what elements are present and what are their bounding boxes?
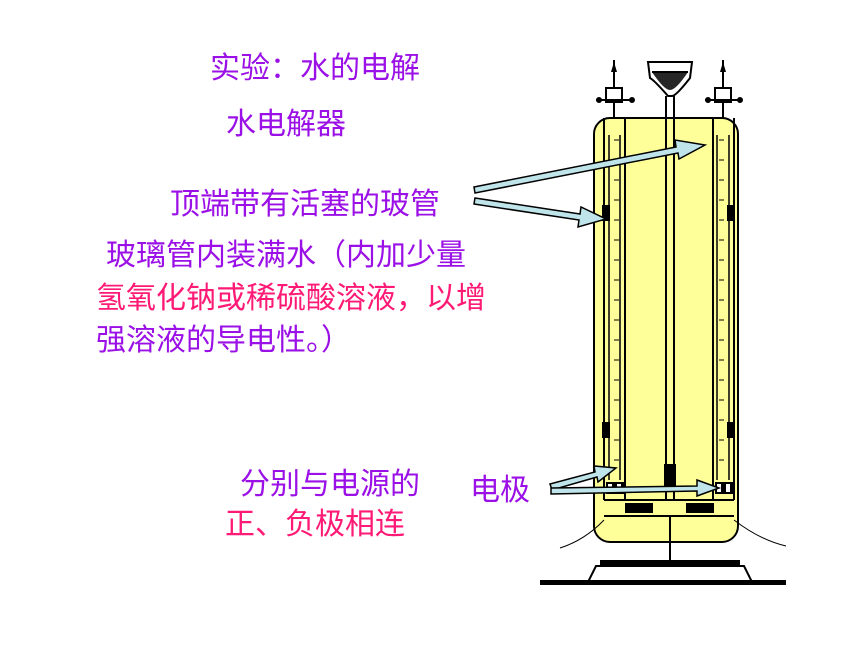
bottom-connector	[604, 499, 734, 560]
fill-note-line-3: 强溶液的导电性。）	[96, 323, 351, 358]
arrow-to-left-tube	[473, 197, 609, 229]
electrode-label: 电极	[470, 473, 530, 508]
page-title: 实验：水的电解	[210, 51, 420, 86]
stand-base	[540, 560, 786, 585]
right-glass-tube	[705, 60, 743, 500]
connection-note-line-2: 正、负极相连	[225, 507, 405, 542]
fill-note-line-1: 玻璃管内装满水（内加少量	[106, 238, 466, 273]
fill-note-line-2: 氢氧化钠或稀硫酸溶液，以增	[96, 281, 486, 316]
stopper-tube-label: 顶端带有活塞的玻管	[170, 187, 440, 222]
connection-note-line-1: 分别与电源的	[240, 467, 420, 502]
device-label: 水电解器	[226, 107, 346, 142]
pointer-arrows	[473, 139, 722, 498]
arrow-to-right-electrode	[550, 478, 722, 498]
left-glass-tube	[596, 60, 635, 500]
funnel-reservoir	[646, 61, 694, 500]
arrow-to-right-tube-top	[473, 139, 708, 194]
